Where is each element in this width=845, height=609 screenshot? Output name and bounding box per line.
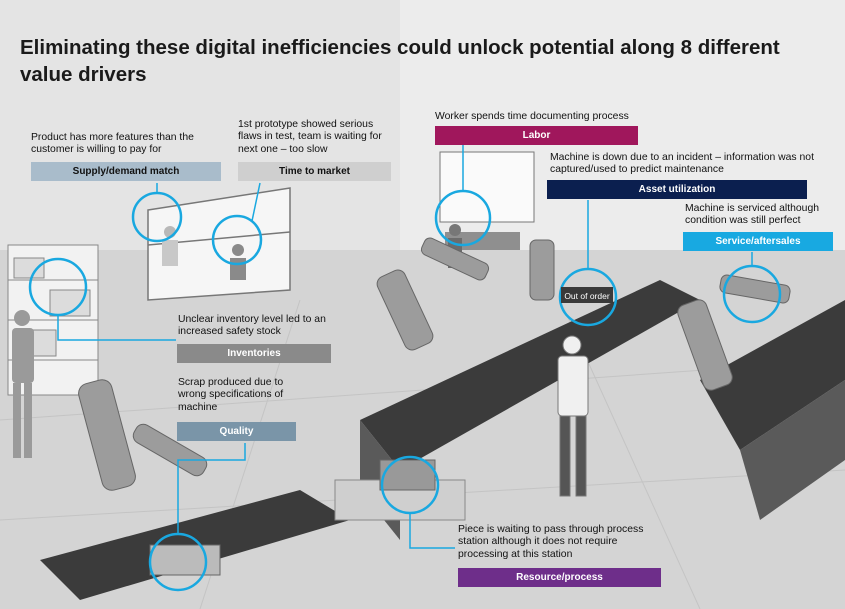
pallet bbox=[149, 459, 466, 576]
caption-asset-utilization: Machine is down due to an incident – inf… bbox=[550, 152, 814, 176]
out-of-order-sign-text: Out of order bbox=[564, 291, 610, 301]
label-labor: Labor bbox=[435, 126, 638, 145]
label-time-to-market: Time to market bbox=[238, 162, 391, 181]
robot-arms bbox=[78, 237, 791, 491]
caption-resource-process: Piece is waiting to pass through process… bbox=[458, 524, 644, 560]
caption-inventories: Unclear inventory level led to an increa… bbox=[178, 314, 326, 338]
caption-supply-demand: Product has more features than the custo… bbox=[31, 132, 194, 156]
out-of-order-sign bbox=[561, 287, 613, 303]
worker-left bbox=[12, 310, 34, 458]
workstation bbox=[439, 151, 535, 268]
label-asset-utilization: Asset utilization bbox=[547, 180, 807, 199]
label-service-aftersales: Service/aftersales bbox=[683, 232, 833, 251]
page-title: Eliminating these digital inefficiencies… bbox=[20, 36, 780, 86]
label-supply-demand: Supply/demand match bbox=[31, 162, 221, 181]
meeting-room bbox=[147, 187, 291, 301]
worker-center bbox=[557, 335, 589, 497]
caption-labor: Worker spends time documenting process bbox=[435, 111, 629, 122]
label-inventories: Inventories bbox=[177, 344, 331, 363]
caption-quality: Scrap produced due to wrong specificatio… bbox=[178, 377, 284, 413]
highlight-markers bbox=[28, 145, 782, 592]
caption-time-to-market: 1st prototype showed serious flaws in te… bbox=[238, 119, 382, 155]
caption-service-aftersales: Machine is serviced although condition w… bbox=[685, 203, 819, 227]
label-quality: Quality bbox=[177, 422, 296, 441]
label-resource-process: Resource/process bbox=[458, 568, 661, 587]
